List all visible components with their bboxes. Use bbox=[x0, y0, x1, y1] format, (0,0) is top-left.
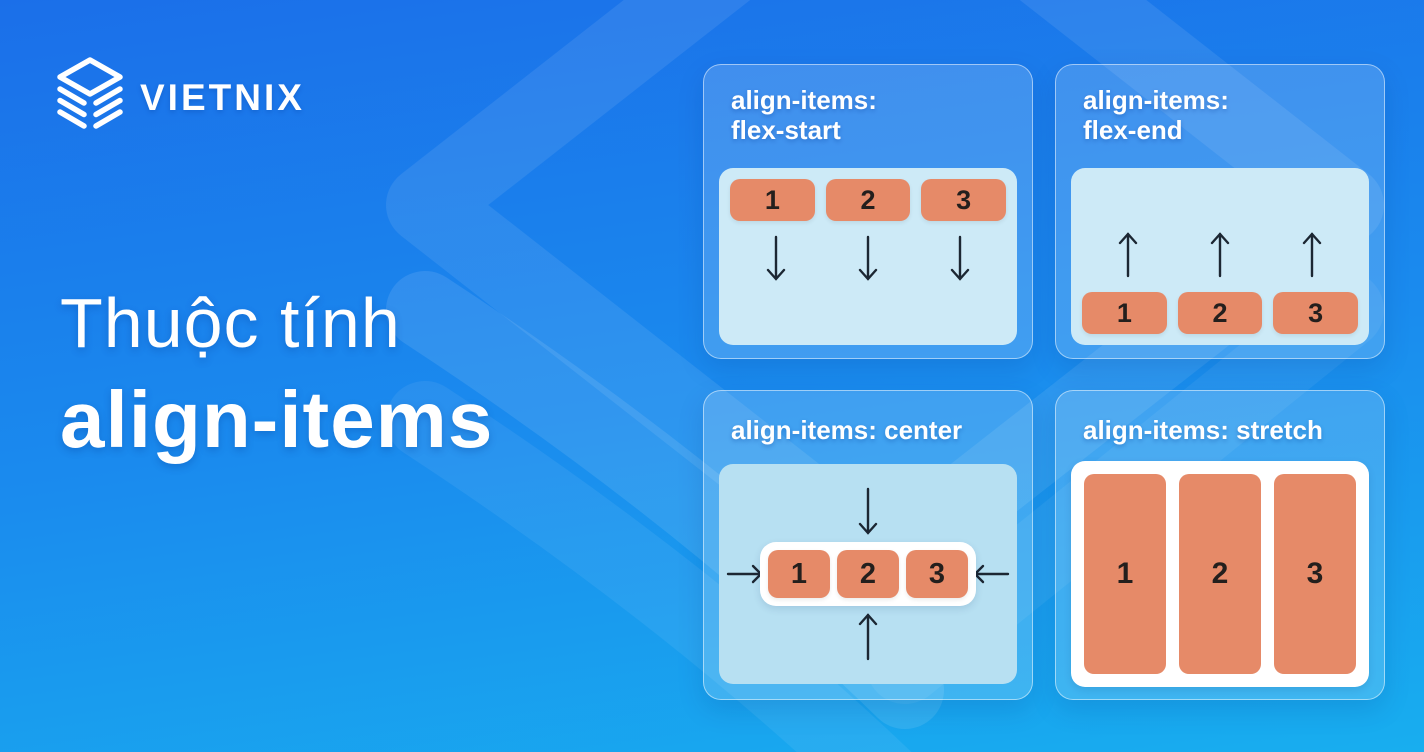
panel-stretch: align-items: stretch 1 2 3 bbox=[1055, 390, 1385, 700]
flex-container-demo: 1 2 3 bbox=[1071, 461, 1369, 687]
panel-center: align-items: center 1 2 3 bbox=[703, 390, 1033, 700]
panel-flex-start-label: align-items: flex-start bbox=[731, 85, 877, 146]
stacked-layers-icon bbox=[54, 56, 126, 140]
up-arrow-icon bbox=[856, 610, 880, 662]
brand-name: VIETNIX bbox=[140, 77, 305, 118]
arrows-row bbox=[730, 234, 1006, 284]
page-title-line-1: Thuộc tính bbox=[60, 284, 401, 362]
flex-item-2: 2 bbox=[825, 179, 911, 221]
flex-container-demo: 1 2 3 bbox=[719, 464, 1017, 684]
flex-item-1: 1 bbox=[730, 179, 815, 221]
flex-items-row: 1 2 3 bbox=[1082, 292, 1359, 334]
vietnix-logo: VIETNIX bbox=[54, 56, 305, 140]
centered-items-group: 1 2 3 bbox=[760, 542, 976, 606]
flex-item-2: 2 bbox=[1177, 292, 1263, 334]
up-arrow-icon bbox=[1208, 229, 1232, 279]
flex-item-2: 2 bbox=[837, 550, 899, 598]
flex-item-3: 3 bbox=[906, 550, 968, 598]
panel-center-label: align-items: center bbox=[731, 415, 963, 445]
panel-stretch-label: align-items: stretch bbox=[1083, 415, 1323, 445]
down-arrow-icon bbox=[764, 234, 788, 284]
flex-items-row: 1 2 3 bbox=[730, 179, 1007, 221]
down-arrow-icon bbox=[856, 234, 880, 284]
arrows-row bbox=[1082, 229, 1358, 279]
flex-item-3: 3 bbox=[1273, 292, 1359, 334]
panel-flex-start: align-items: flex-start 1 2 3 bbox=[703, 64, 1033, 359]
up-arrow-icon bbox=[1300, 229, 1324, 279]
panel-flex-end-label: align-items: flex-end bbox=[1083, 85, 1229, 146]
up-arrow-icon bbox=[1116, 229, 1140, 279]
down-arrow-icon bbox=[856, 486, 880, 538]
flex-container-demo: 1 2 3 bbox=[1071, 168, 1369, 345]
page-title: Thuộc tính align-items bbox=[60, 288, 493, 460]
flex-item-1: 1 bbox=[768, 550, 830, 598]
flex-item-1: 1 bbox=[1082, 292, 1167, 334]
down-arrow-icon bbox=[948, 234, 972, 284]
stretched-item-2: 2 bbox=[1179, 474, 1261, 674]
stretched-item-1: 1 bbox=[1084, 474, 1166, 674]
flex-item-3: 3 bbox=[921, 179, 1007, 221]
flex-container-demo: 1 2 3 bbox=[719, 168, 1017, 345]
stretched-item-3: 3 bbox=[1274, 474, 1356, 674]
left-arrow-icon bbox=[970, 562, 1010, 586]
panel-flex-end: align-items: flex-end 1 2 3 bbox=[1055, 64, 1385, 359]
page-title-line-2: align-items bbox=[60, 375, 494, 464]
